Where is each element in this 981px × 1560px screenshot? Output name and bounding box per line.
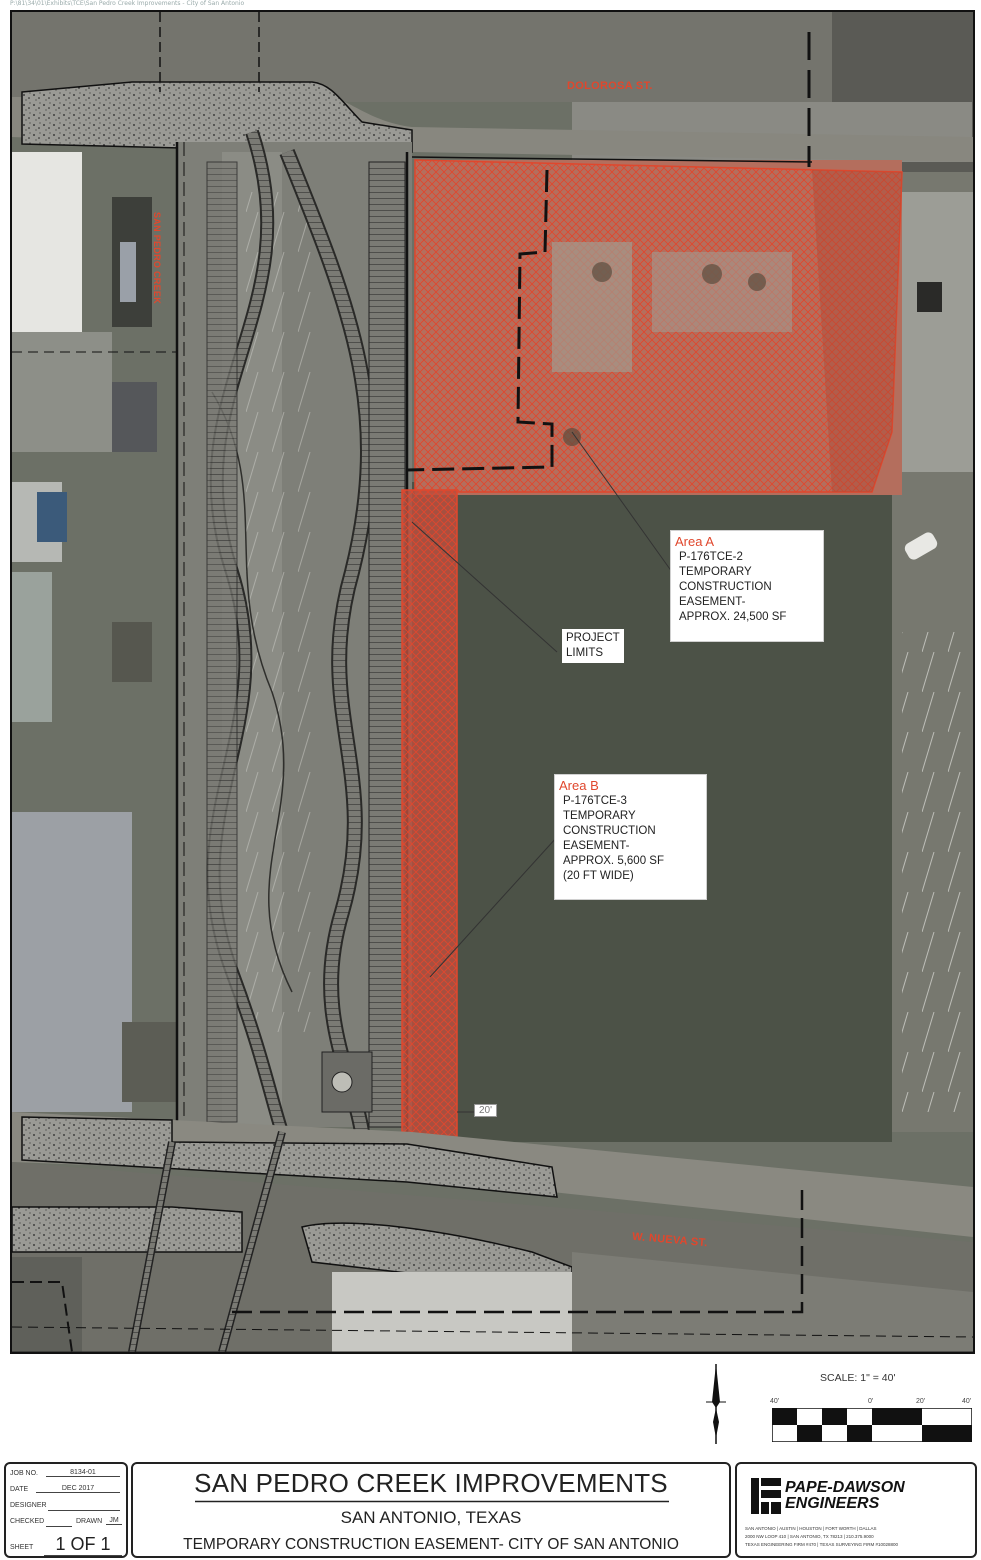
date-label: DATE [10,1486,29,1493]
area-a-line: P-176TCE-2 [679,551,743,563]
job-info-box: JOB NO. 8134-01 DATE DEC 2017 DESIGNER C… [4,1462,128,1558]
project-limits-line: PROJECT [566,632,620,644]
area-b-line: TEMPORARY [563,810,636,822]
area-a-line: EASEMENT- [679,596,746,608]
pape-dawson-logo-icon [751,1478,781,1514]
project-limits-label: PROJECT LIMITS [562,629,624,663]
job-no-label: JOB NO. [10,1470,39,1477]
area-b-line: (20 FT WIDE) [563,870,634,882]
area-b-callout: Area B P-176TCE-3 TEMPORARY CONSTRUCTION… [554,774,707,900]
area-a-callout: Area A P-176TCE-2 TEMPORARY CONSTRUCTION… [670,530,824,642]
drawn-value: JM [106,1517,122,1525]
area-a-line: APPROX. 24,500 SF [679,611,787,623]
file-path-header: P:\81\34\01\Exhibits\TCE\San Pedro Creek… [10,0,245,7]
street-label-dolorosa: DOLOROSA ST. [567,80,653,92]
firm-name-line: ENGINEERS [785,1495,880,1512]
scale-tick: 0' [868,1398,874,1405]
title-underline [195,1500,669,1503]
firm-name-line: PAPE-DAWSON [785,1479,905,1496]
area-b-line: CONSTRUCTION [563,825,656,837]
scale-label: SCALE: 1" = 40' [820,1372,896,1384]
width-dimension-label: 20' [474,1104,498,1117]
scale-tick: 20' [916,1398,926,1405]
project-description: TEMPORARY CONSTRUCTION EASEMENT- CITY OF… [183,1536,679,1553]
firm-name: PAPE-DAWSON ENGINEERS [785,1480,905,1512]
area-b-line: APPROX. 5,600 SF [563,855,664,867]
firm-offices: SAN ANTONIO | AUSTIN | HOUSTON | FORT WO… [745,1526,877,1531]
area-a-line: TEMPORARY [679,566,752,578]
area-b-line: EASEMENT- [563,840,630,852]
project-title: SAN PEDRO CREEK IMPROVEMENTS [194,1468,668,1498]
job-no-value: 8134-01 [46,1469,120,1477]
designer-value [48,1501,120,1511]
checked-value [46,1517,72,1527]
scale-bar-graphic [772,1408,972,1442]
project-title-box: SAN PEDRO CREEK IMPROVEMENTS SAN ANTONIO… [131,1462,731,1558]
sheet-label: SHEET [10,1544,34,1551]
area-b-title: Area B [559,778,599,793]
scale-tick: 40' [770,1398,780,1405]
north-arrow [700,1362,732,1451]
drawn-label: DRAWN [76,1518,103,1525]
area-b-line: P-176TCE-3 [563,795,627,807]
designer-label: DESIGNER [10,1502,47,1509]
creek-label: SAN PEDRO CREEK [152,212,162,305]
area-a-title: Area A [675,534,715,549]
project-location: SAN ANTONIO, TEXAS [340,1508,522,1527]
title-block: JOB NO. 8134-01 DATE DEC 2017 DESIGNER C… [0,1460,981,1560]
sheet-value: 1 OF 1 [44,1534,122,1556]
firm-registration: TEXAS ENGINEERING FIRM #470 | TEXAS SURV… [745,1542,899,1547]
firm-logo-box: PAPE-DAWSON ENGINEERS SAN ANTONIO | AUST… [735,1462,977,1558]
project-limits-line: LIMITS [566,647,604,659]
checked-label: CHECKED [10,1518,45,1525]
area-a-line: CONSTRUCTION [679,581,772,593]
date-value: DEC 2017 [36,1485,120,1493]
scale-tick: 40' [962,1398,972,1405]
aerial-map: DOLOROSA ST. W. NUEVA ST. SAN PEDRO CREE… [10,10,975,1354]
firm-address: 2000 NW LOOP 410 | SAN ANTONIO, TX 78213… [745,1534,874,1539]
north-arrow-icon [706,1364,726,1444]
